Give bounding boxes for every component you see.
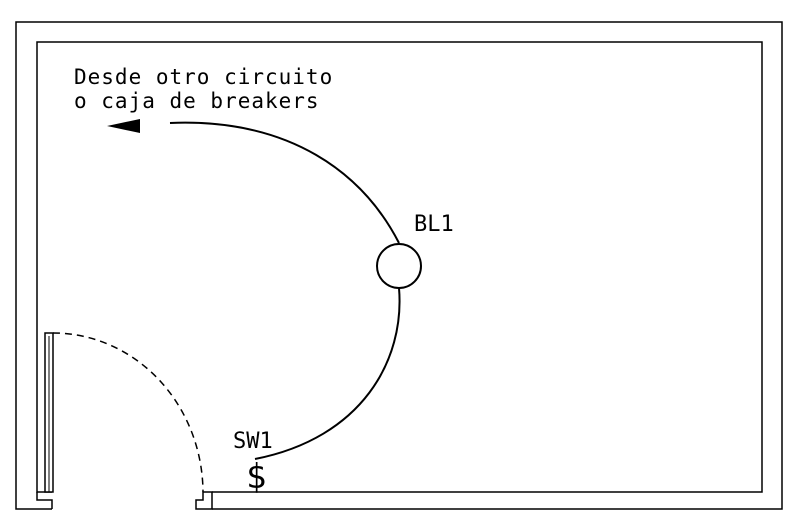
home-run-wire [169,121,400,244]
door-swing-arc [52,332,204,493]
annotation-line2: o caja de breakers [74,89,320,113]
light-label: BL1 [414,212,454,237]
switch-symbol-icon: $ [246,457,266,497]
annotation-line1: Desde otro circuito [74,65,333,89]
inner-wall [36,41,763,493]
home-run-arrow-icon [107,119,140,133]
light-fixture-icon [376,243,422,289]
door-jamb-left [36,492,53,509]
outer-wall [15,21,783,510]
switch-wire [254,287,401,460]
switch-label: SW1 [233,429,273,454]
door-jamb-right [195,491,213,510]
